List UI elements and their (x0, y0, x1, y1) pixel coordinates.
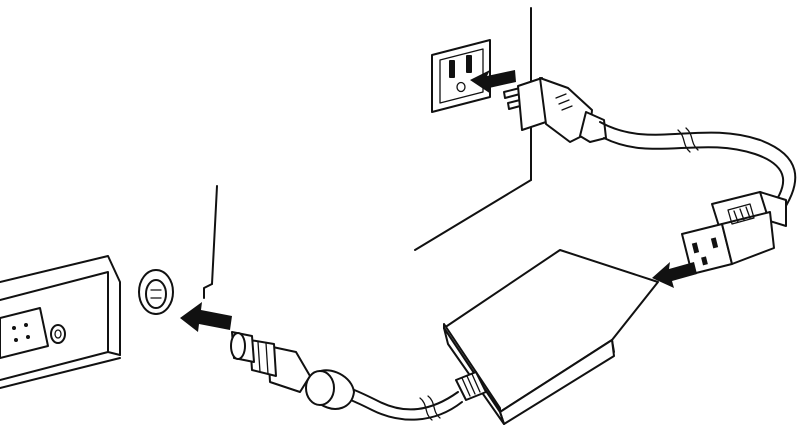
iec-connector-icon (681, 191, 787, 275)
ac-power-cord (599, 121, 797, 216)
dc-plug-icon (230, 331, 355, 410)
power-adapter-icon (443, 249, 659, 425)
device-rear-panel (0, 185, 218, 389)
insert-arrow-icon (652, 262, 697, 288)
device-power-socket-icon (138, 269, 174, 315)
ac-plug-icon (503, 77, 607, 143)
insert-arrow-icon (470, 70, 516, 94)
insert-arrow-icon (180, 302, 232, 332)
wall-outlet-icon (431, 39, 491, 113)
